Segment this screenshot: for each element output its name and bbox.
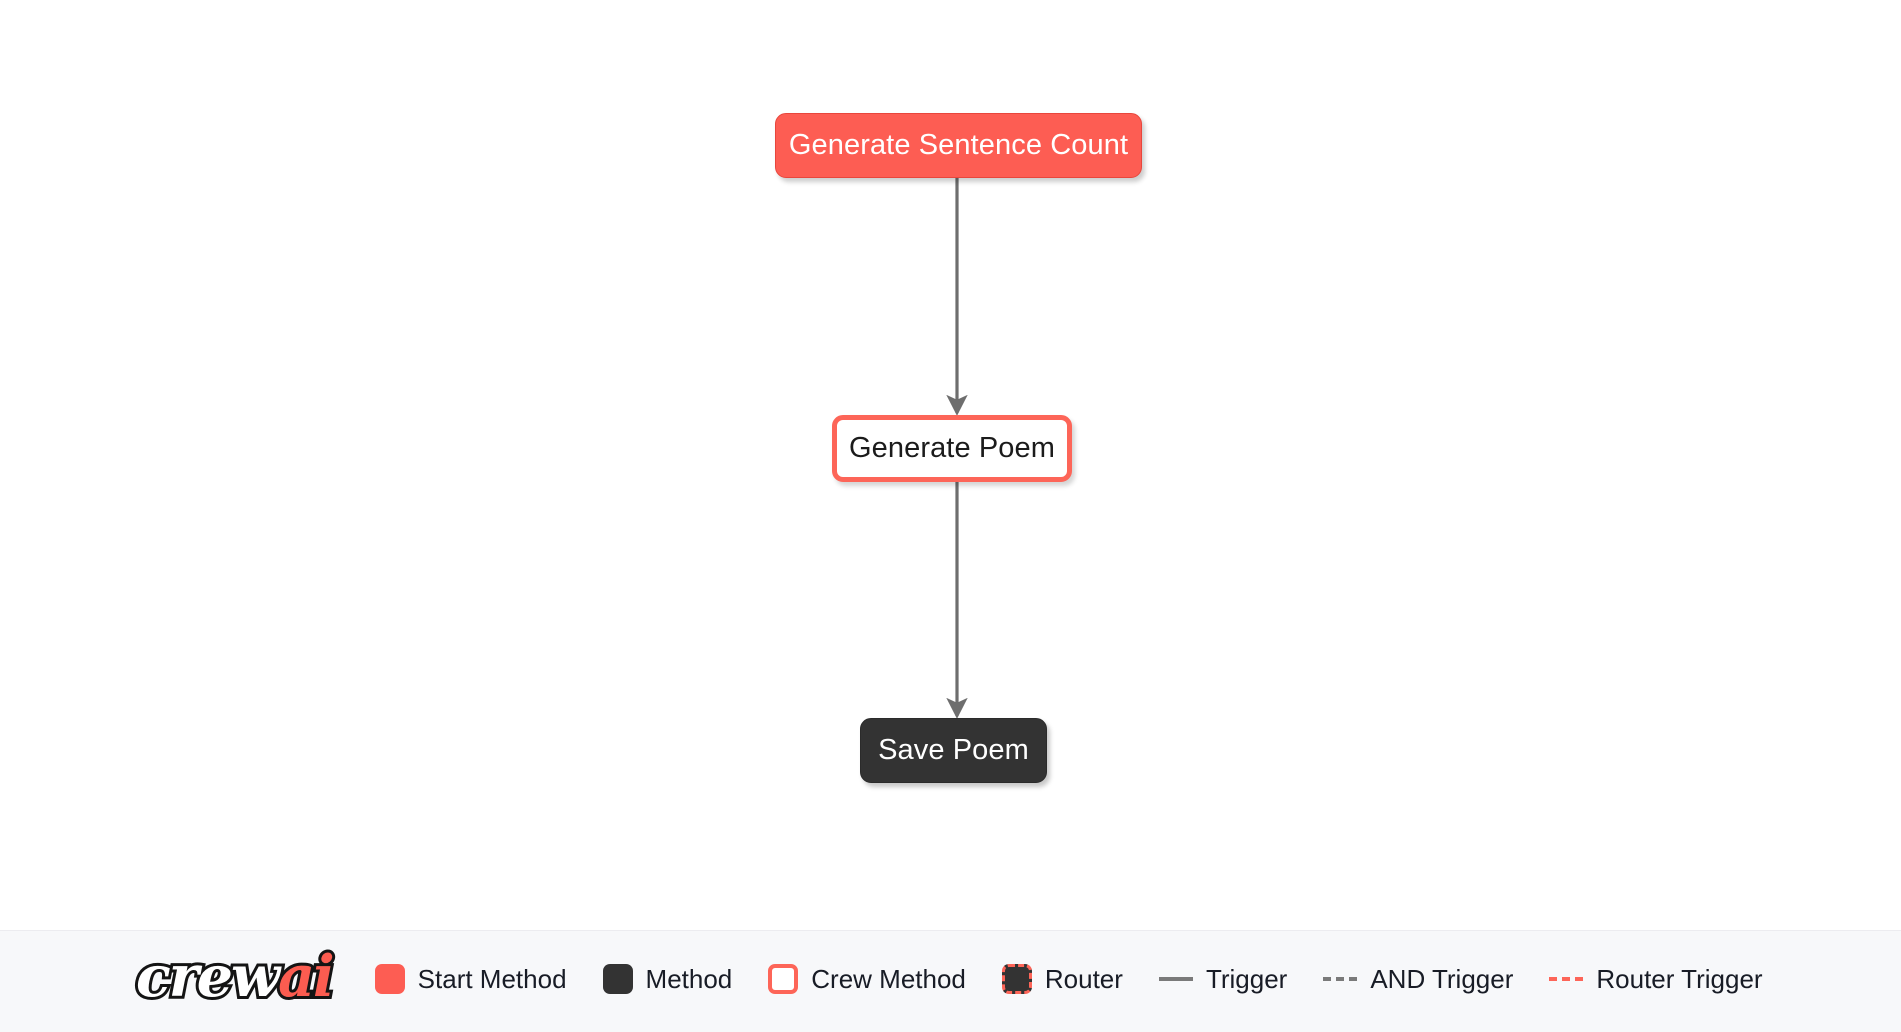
- flow-canvas[interactable]: Generate Sentence Count Generate Poem Sa…: [0, 0, 1901, 930]
- logo-text-ai: ai: [275, 943, 338, 1010]
- trigger-line-icon: [1158, 976, 1193, 981]
- legend-item-trigger: Trigger: [1158, 963, 1288, 994]
- crewai-logo: crewai: [133, 945, 338, 1009]
- legend-item-and-trigger: AND Trigger: [1323, 966, 1513, 992]
- method-swatch-icon: [602, 963, 633, 994]
- legend-label: Crew Method: [811, 963, 966, 994]
- legend-item-crew-method: Crew Method: [768, 963, 966, 994]
- legend-label: AND Trigger: [1370, 963, 1514, 994]
- legend-label: Router Trigger: [1596, 963, 1763, 994]
- legend-bar: crewai Start Method Method Crew Method R…: [0, 930, 1901, 1032]
- node-label: Generate Sentence Count: [788, 129, 1129, 161]
- legend-label: Router: [1044, 963, 1123, 994]
- router-trigger-line-icon: [1549, 976, 1584, 981]
- legend-label: Trigger: [1205, 963, 1288, 994]
- legend-item-method: Method: [602, 963, 733, 994]
- node-save-poem[interactable]: Save Poem: [860, 718, 1047, 783]
- crew-method-swatch-icon: [768, 963, 799, 994]
- legend-label: Method: [645, 963, 733, 994]
- node-generate-poem[interactable]: Generate Poem: [832, 415, 1072, 482]
- node-label: Save Poem: [878, 734, 1029, 766]
- router-swatch-icon: [1001, 963, 1032, 994]
- legend-label: Start Method: [417, 963, 567, 994]
- legend-item-start-method: Start Method: [374, 963, 567, 994]
- logo-text-crew: crew: [133, 943, 283, 1010]
- node-generate-sentence-count[interactable]: Generate Sentence Count: [775, 113, 1142, 178]
- and-trigger-line-icon: [1323, 976, 1358, 981]
- start-method-swatch-icon: [374, 963, 405, 994]
- legend-item-router-trigger: Router Trigger: [1549, 963, 1763, 994]
- legend-item-router: Router: [1001, 963, 1123, 994]
- node-label: Generate Poem: [848, 432, 1056, 464]
